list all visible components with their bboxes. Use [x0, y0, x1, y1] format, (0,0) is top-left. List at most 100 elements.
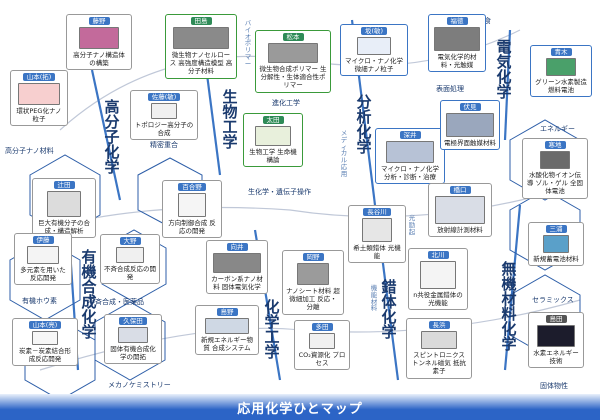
node-aoki[interactable]: 青木 グリーン水素製造 燃料電池 — [530, 45, 592, 98]
image-placeholder — [178, 193, 206, 218]
field-char: 学 — [264, 343, 280, 361]
field-char: 化 — [381, 308, 397, 326]
field-complex: 錯体化学 — [380, 280, 398, 340]
caption-nano-polymer: 高分子ナノ材料 — [5, 147, 54, 155]
node-desc: 方向制御合成 反応の開発 — [168, 219, 216, 236]
node-tayama[interactable]: 多田 CO₂資源化 プロセス — [294, 320, 350, 371]
field-char: 学 — [222, 133, 238, 151]
node-kitagawa[interactable]: 北川 n共役金属錯体の光機能 — [408, 248, 468, 311]
node-desc: 水素エネルギー 技術 — [533, 349, 579, 366]
node-ohno[interactable]: 大野 不斉合成反応の開発 — [100, 234, 160, 285]
image-placeholder — [420, 261, 456, 290]
field-char: 材 — [501, 290, 517, 308]
field-char: 学 — [501, 335, 517, 353]
node-name: 向井 — [226, 243, 248, 252]
node-desc: マイクロ・ナノ化学 微細ナノ粒子 — [344, 57, 404, 74]
field-char: 有 — [81, 248, 97, 266]
node-desc: 多元素を用いた反応開発 — [20, 266, 66, 283]
node-desc: 不斉合成反応の開発 — [104, 265, 156, 282]
image-placeholder — [362, 218, 392, 243]
image-placeholder — [309, 333, 335, 350]
node-name: 深井 — [399, 131, 421, 140]
caption-precise: 精密重合 — [150, 141, 178, 149]
band-photo-excite: 光励起 — [408, 215, 416, 235]
node-sakata[interactable]: 坂(敏) マイクロ・ナノ化学 微細ナノ粒子 — [340, 24, 408, 77]
node-fukai[interactable]: 深井 マイクロ・ナノ化学 分析・診断・治療 — [375, 128, 445, 185]
caption-ceramics: セラミックス — [532, 296, 574, 304]
node-yoshimura[interactable]: 伏見 電極界面触媒材料 — [440, 100, 500, 151]
field-char: 化 — [264, 298, 280, 316]
band-bio-polymer: バイオポリマー — [244, 20, 252, 68]
node-name: 佐藤(敏) — [147, 93, 181, 102]
field-char: 成 — [81, 293, 97, 311]
field-char: 化 — [496, 68, 512, 86]
band-char: 能 — [370, 290, 378, 299]
field-biotech: 生物工学 — [221, 90, 239, 150]
node-name: 橋口 — [449, 186, 471, 195]
node-name: 寒地 — [544, 141, 566, 150]
band-char: 起 — [408, 227, 416, 236]
image-placeholder — [118, 327, 148, 344]
field-char: 工 — [222, 118, 238, 136]
band-medical: メディカル応用 — [340, 130, 348, 178]
field-char: 物 — [222, 103, 238, 121]
footer-title: 応用化学ひとマップ — [237, 402, 363, 417]
node-ito[interactable]: 伊藤 多元素を用いた反応開発 — [14, 233, 72, 286]
axis-polymer — [90, 69, 122, 201]
image-placeholder — [540, 151, 570, 170]
node-ohta[interactable]: 太田 生物工学 生命機構論 — [243, 113, 303, 168]
node-kanto[interactable]: 寒地 水酸化物イオン伝導 ゾル・ゲル 全固体電池 — [522, 138, 588, 199]
node-desc: 放射線計測材料 — [437, 226, 483, 235]
node-desc: トポロジー高分子の合成 — [134, 121, 194, 138]
node-yamamoto-ren[interactable]: 山本(拓) 環状PEG化ナノ粒子 — [10, 70, 68, 127]
footer-bar — [0, 394, 600, 420]
node-desc: マイクロ・ナノ化学 分析・診断・治療 — [380, 165, 440, 182]
field-analytical: 分析化学 — [355, 95, 373, 155]
node-name: 長谷川 — [363, 208, 391, 217]
caption-surface: 表面処理 — [436, 85, 464, 93]
field-char: 学 — [81, 323, 97, 341]
node-kubota[interactable]: 久保田 固体有機合成化学の開拓 — [104, 314, 162, 365]
node-mukoi[interactable]: 向井 カーボン系ナノ材料 固体電気化学 — [206, 240, 268, 295]
node-hashimoto[interactable]: 橋口 放射線計測材料 — [428, 183, 492, 238]
node-miura[interactable]: 三浦 新規蓄電池材料 — [528, 222, 584, 267]
node-shimoji[interactable]: 島野 新規エネルギー物質 合成システム — [195, 305, 259, 356]
node-sato[interactable]: 佐藤(敏) トポロジー高分子の合成 — [130, 90, 198, 141]
image-placeholder — [213, 253, 261, 274]
node-yamamoto-ryo[interactable]: 山本(亮) 炭素－炭素結合形成反応開発 — [12, 318, 78, 367]
node-tajima[interactable]: 田島 微生物ナノセルロース 高強度構造模型 高分子材料 — [165, 14, 237, 79]
image-placeholder — [116, 247, 144, 264]
node-tsuji[interactable]: 辻田 巨大有機分子の合成・構造解析 — [32, 178, 96, 239]
node-shimada[interactable]: 島田 水素エネルギー 技術 — [528, 312, 584, 369]
node-name: 山本(拓) — [22, 73, 56, 82]
node-name: 太田 — [262, 116, 284, 125]
band-char: リ — [244, 46, 252, 55]
image-placeholder — [255, 126, 291, 147]
node-matsumoto[interactable]: 松本 微生物合成ポリマー 生分解性・生体適合性ポリマー — [255, 30, 331, 93]
node-momoi[interactable]: 百合野 方向制御合成 反応の開発 — [162, 180, 222, 239]
node-name: 島野 — [216, 308, 238, 317]
node-hasegawa[interactable]: 長谷川 希土類錯体 光機能 — [348, 205, 406, 264]
node-name: 久保田 — [119, 317, 147, 326]
node-name: 三浦 — [545, 225, 567, 234]
image-placeholder — [537, 325, 575, 348]
node-desc: 固体有機合成化学の開拓 — [110, 345, 156, 362]
field-chemical: 化学工学 — [263, 300, 281, 360]
field-char: 合 — [81, 278, 97, 296]
image-placeholder — [434, 27, 480, 52]
node-fujino[interactable]: 藤野 高分子ナノ構造体の構築 — [66, 14, 132, 71]
band-char: 機 — [370, 284, 378, 292]
axis-inorg — [503, 204, 522, 371]
node-desc: 微生物ナノセルロース 高強度構造模型 高分子材料 — [169, 51, 233, 76]
node-desc: 電極界面触媒材料 — [444, 139, 496, 148]
caption-energy: エネルギー — [540, 125, 575, 133]
field-char: 学 — [496, 83, 512, 101]
node-desc: カーボン系ナノ材料 固体電気化学 — [211, 275, 263, 292]
image-placeholder — [386, 141, 434, 164]
node-kaneko[interactable]: 福徳 電気化学的材料・光触媒 — [428, 14, 486, 73]
node-name: 大野 — [119, 237, 141, 246]
band-char: 用 — [340, 169, 348, 178]
image-placeholder — [18, 83, 60, 106]
node-nagahama[interactable]: 長浜 スピントロニクス トンネル磁気 抵抗素子 — [406, 318, 472, 379]
node-kimura[interactable]: 岡野 ナノシート材料 超微細加工 反応・分離 — [282, 250, 344, 315]
